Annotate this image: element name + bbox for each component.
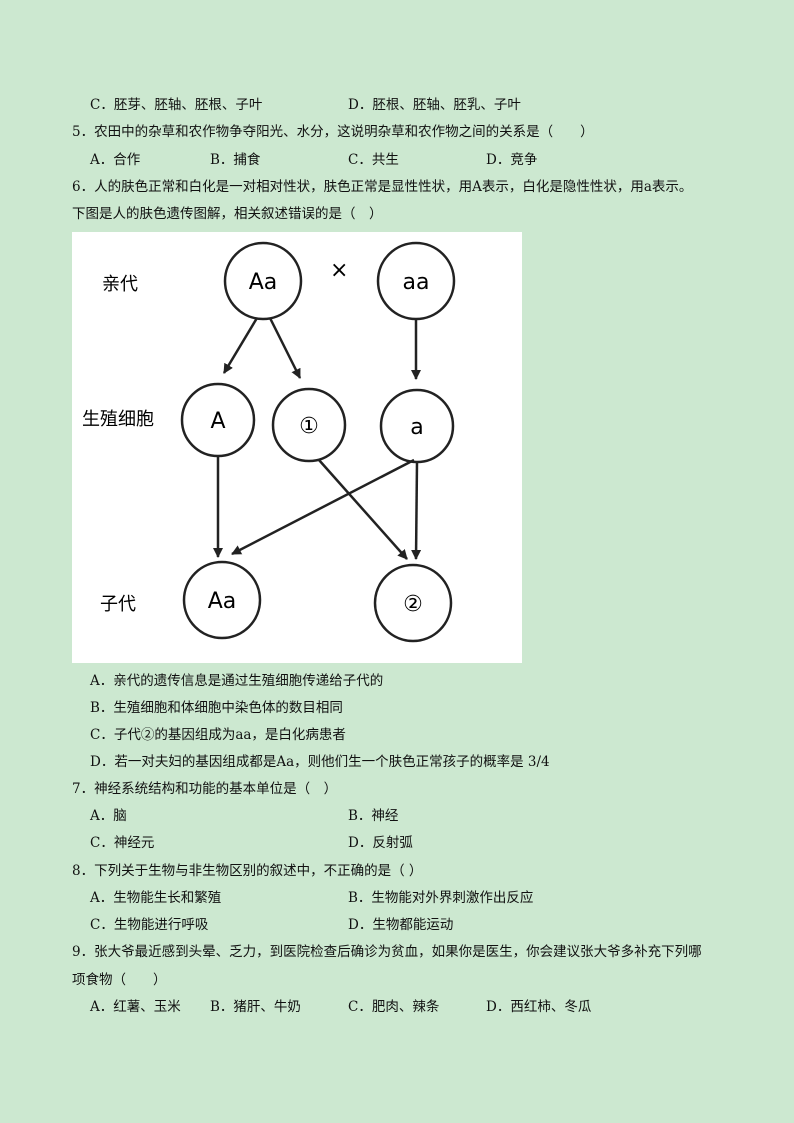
q8-option-a: A．生物能生长和繁殖 <box>90 890 222 906</box>
q6-option-b: B．生殖细胞和体细胞中染色体的数目相同 <box>90 700 343 716</box>
q8-option-d: D．生物都能运动 <box>348 917 454 933</box>
q9-stem-line1: 9．张大爷最近感到头晕、乏力，到医院检查后确诊为贫血，如果你是医生，你会建议张大… <box>72 944 702 960</box>
q5-option-a: A．合作 <box>90 152 141 168</box>
label-parents: 亲代 <box>102 274 138 295</box>
q7-option-d: D．反射弧 <box>348 835 413 851</box>
gamete-A-label: A <box>210 409 225 434</box>
q6-stem-line2: 下图是人的肤色遗传图解，相关叙述错误的是（ ） <box>72 206 383 222</box>
child-2-label: ② <box>403 592 423 617</box>
q4-option-d: D．胚根、胚轴、胚乳、子叶 <box>348 97 521 113</box>
q7-option-a: A．脑 <box>90 808 127 824</box>
q8-stem: 8．下列关于生物与非生物区别的叙述中，不正确的是（ ） <box>72 863 423 879</box>
arrow-a-to-child-2 <box>411 461 422 560</box>
q5-option-b: B．捕食 <box>210 152 261 168</box>
q8-option-b: B．生物能对外界刺激作出反应 <box>348 890 534 906</box>
q7-option-b: B．神经 <box>348 808 399 824</box>
q4-option-c: C．胚芽、胚轴、胚根、子叶 <box>90 97 263 113</box>
q9-option-b: B．猪肝、牛奶 <box>210 999 301 1015</box>
gamete-1-node: ① <box>271 387 347 463</box>
q5-stem: 5．农田中的杂草和农作物争夺阳光、水分，这说明杂草和农作物之间的关系是（ ） <box>72 124 594 140</box>
parent-left-node: Aa <box>223 241 303 321</box>
gamete-a-label: a <box>410 415 423 440</box>
arrow-parent-to-A <box>222 317 259 374</box>
q6-option-a: A．亲代的遗传信息是通过生殖细胞传递给子代的 <box>90 673 384 689</box>
q6-option-c: C．子代②的基因组成为aa，是白化病患者 <box>90 727 346 743</box>
q7-option-c: C．神经元 <box>90 835 155 851</box>
parent-left-label: Aa <box>249 270 278 295</box>
arrows <box>213 317 422 560</box>
label-offspring: 子代 <box>100 594 136 615</box>
arrow-parent-to-1 <box>268 317 302 379</box>
arrow-1-to-child-2 <box>318 459 408 560</box>
parent-right-label: aa <box>403 270 430 295</box>
child-left-node: Aa <box>182 560 262 640</box>
q9-option-a: A．红薯、玉米 <box>90 999 181 1015</box>
genetics-diagram: 亲代 生殖细胞 子代 × Aa aa A ① a Aa ② <box>72 232 522 663</box>
gamete-1-label: ① <box>299 414 319 439</box>
q9-option-d: D．西红柿、冬瓜 <box>486 999 592 1015</box>
q9-stem-line2: 项食物（ ） <box>72 972 167 988</box>
cross-symbol: × <box>330 258 348 283</box>
q5-option-d: D．竞争 <box>486 152 538 168</box>
gamete-A-node: A <box>180 382 256 458</box>
q8-option-c: C．生物能进行呼吸 <box>90 917 209 933</box>
gamete-a-node: a <box>379 388 455 464</box>
q5-option-c: C．共生 <box>348 152 399 168</box>
q6-option-d: D．若一对夫妇的基因组成都是Aa，则他们生一个肤色正常孩子的概率是 3/4 <box>90 754 550 770</box>
label-gametes: 生殖细胞 <box>82 408 154 430</box>
parent-right-node: aa <box>376 241 456 321</box>
q7-stem: 7．神经系统结构和功能的基本单位是（ ） <box>72 781 338 797</box>
q6-stem-line1: 6．人的肤色正常和白化是一对相对性状，肤色正常是显性性状，用A表示，白化是隐性性… <box>72 179 693 195</box>
q9-option-c: C．肥肉、辣条 <box>348 999 440 1015</box>
arrow-a-to-child-left <box>231 458 415 556</box>
child-2-node: ② <box>373 563 453 643</box>
child-left-label: Aa <box>208 589 237 614</box>
